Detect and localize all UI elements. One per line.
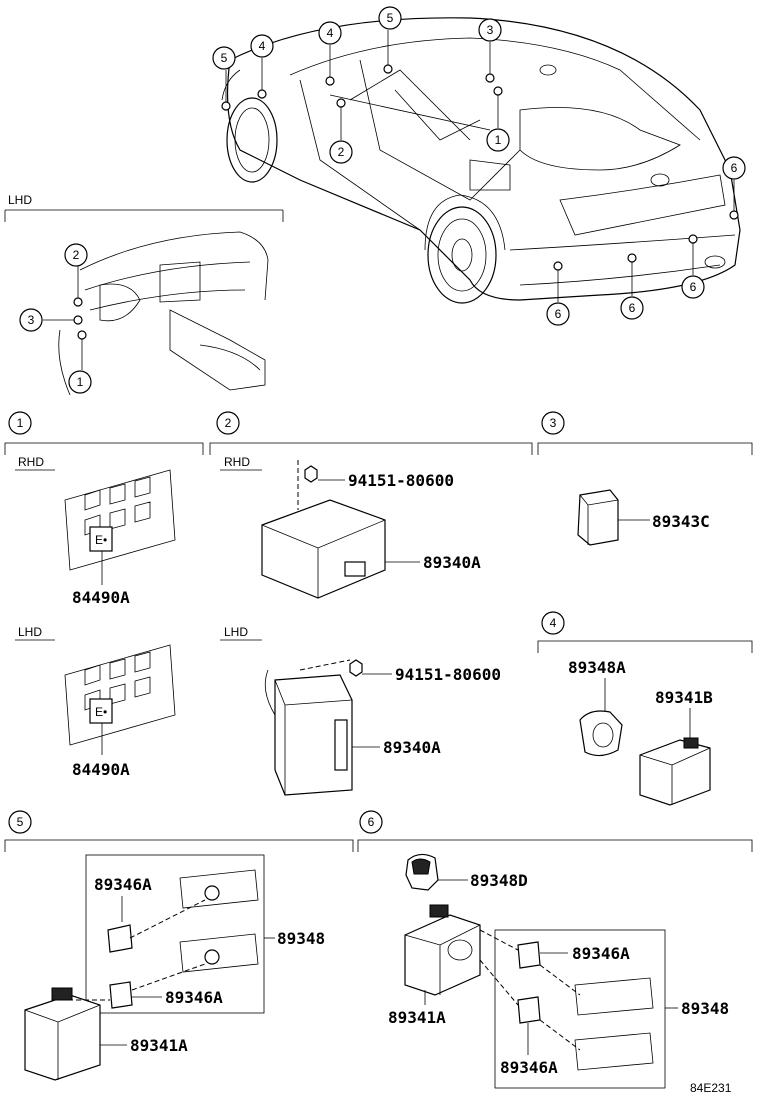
section-1-rhd: RHD E• 84490A (15, 455, 176, 607)
lhd-dashboard-inset: LHD 2 3 1 (4, 193, 284, 396)
section-5: 5 89346A 89348 89346A 89341A (4, 810, 354, 1081)
part-84490A-lhd: 84490A (72, 760, 130, 779)
part-89343C: 89343C (652, 512, 710, 531)
callout-6: 6 (546, 302, 570, 326)
svg-text:2: 2 (225, 416, 232, 430)
part-89341A-5: 89341A (130, 1036, 188, 1055)
svg-text:3: 3 (28, 313, 35, 327)
section-4: 4 89348A 89341B (537, 611, 753, 806)
svg-text:6: 6 (690, 280, 697, 294)
callout-6: 6 (681, 275, 705, 299)
svg-text:6: 6 (629, 301, 636, 315)
callout-4: 4 (250, 34, 274, 58)
part-89346A-5a: 89346A (94, 875, 152, 894)
svg-text:RHD: RHD (224, 455, 250, 469)
callout-1: 1 (486, 128, 510, 152)
svg-text:6: 6 (555, 307, 562, 321)
svg-text:4: 4 (259, 39, 266, 53)
svg-text:LHD: LHD (18, 625, 42, 639)
section-2-rhd: RHD 94151-80600 89340A (220, 455, 481, 599)
section-2-header: 2 (209, 411, 533, 455)
svg-text:6: 6 (368, 815, 375, 829)
part-89340A-rhd: 89340A (423, 553, 481, 572)
callout-6: 6 (620, 296, 644, 320)
svg-text:LHD: LHD (8, 193, 32, 207)
svg-text:5: 5 (387, 11, 394, 25)
callout-1: 1 (68, 370, 92, 394)
section-2-lhd: LHD 94151-80600 89340A (220, 625, 501, 796)
svg-text:1: 1 (17, 416, 24, 430)
section-3-header: 3 (537, 411, 753, 455)
part-89341A-6: 89341A (388, 1008, 446, 1027)
svg-text:2: 2 (338, 145, 345, 159)
part-94151-80600-rhd: 94151-80600 (348, 471, 454, 490)
callout-3: 3 (478, 18, 502, 42)
part-89341B: 89341B (655, 688, 713, 707)
part-89348A: 89348A (568, 658, 626, 677)
part-89348-6: 89348 (681, 999, 729, 1018)
svg-text:5: 5 (221, 51, 228, 65)
callout-5: 5 (378, 6, 402, 30)
section-6: 6 89348D 89341A 89346A 89346A 89348 (357, 810, 753, 1089)
svg-text:LHD: LHD (224, 625, 248, 639)
section-1-lhd: LHD E• 84490A (15, 625, 176, 779)
svg-text:1: 1 (495, 133, 502, 147)
car-overview: 5 4 4 5 2 3 1 6 (212, 6, 746, 326)
svg-text:3: 3 (550, 416, 557, 430)
svg-text:2: 2 (73, 248, 80, 262)
callout-6: 6 (722, 156, 746, 180)
callout-2: 2 (64, 243, 88, 267)
svg-text:E•: E• (95, 533, 107, 547)
part-89346A-6a: 89346A (572, 944, 630, 963)
svg-text:1: 1 (77, 375, 84, 389)
svg-text:E•: E• (95, 705, 107, 719)
part-94151-80600-lhd: 94151-80600 (395, 665, 501, 684)
callout-5: 5 (212, 46, 236, 70)
part-89348-5: 89348 (277, 929, 325, 948)
illustration-code: 84E231 (690, 1081, 732, 1095)
part-84490A-rhd: 84490A (72, 588, 130, 607)
svg-text:RHD: RHD (18, 455, 44, 469)
svg-text:4: 4 (550, 616, 557, 630)
part-89348D: 89348D (470, 871, 528, 890)
callout-4: 4 (318, 21, 342, 45)
svg-text:5: 5 (17, 815, 24, 829)
part-89340A-lhd: 89340A (383, 738, 441, 757)
part-89346A-5b: 89346A (165, 988, 223, 1007)
section-3: 89343C (577, 489, 710, 546)
svg-text:4: 4 (327, 26, 334, 40)
callout-3: 3 (19, 308, 43, 332)
svg-text:6: 6 (731, 161, 738, 175)
part-89346A-6b: 89346A (500, 1058, 558, 1077)
callout-2: 2 (329, 140, 353, 164)
svg-text:3: 3 (487, 23, 494, 37)
section-1-header: 1 (4, 411, 204, 455)
